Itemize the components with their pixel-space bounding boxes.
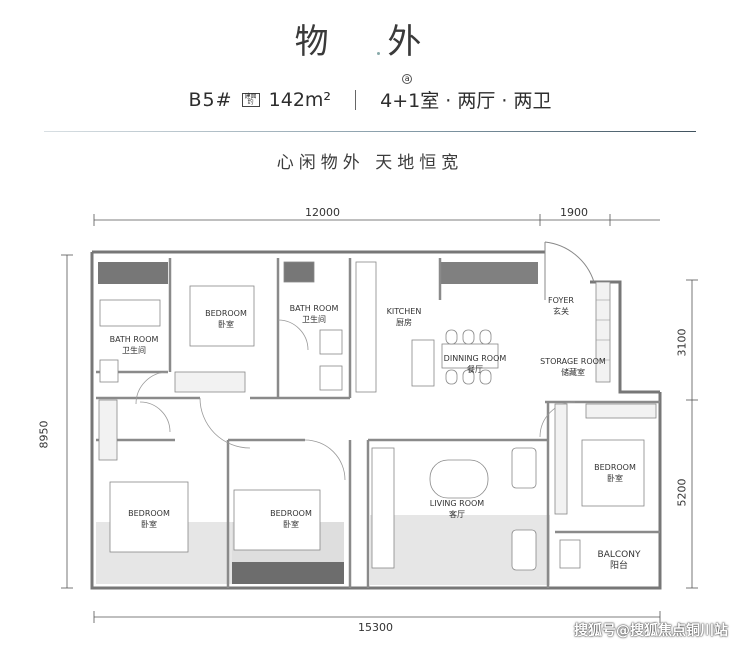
room-label-storage: STORAGE ROOM 储藏室 [538, 356, 608, 378]
room-label-bath-2: BATH ROOM 卫生间 [283, 303, 345, 325]
room-label-en: STORAGE ROOM [540, 357, 606, 366]
slogan: 心闲物外 天地恒宽 [276, 153, 464, 173]
room-label-cn: 卧室 [607, 474, 623, 483]
room-label-balcony: BALCONY 阳台 [588, 550, 650, 572]
unit-layout: 4+1室 · 两厅 · 两卫 [380, 90, 552, 112]
unit-area: 142m² [268, 88, 332, 111]
header-rule [44, 131, 696, 132]
door-arcs [135, 319, 576, 481]
room-label-cn: 卧室 [283, 520, 299, 529]
area-badge: 建面 约 [241, 92, 260, 107]
room-label-en: BATH ROOM [109, 335, 159, 344]
dim-right-top: 3100 [675, 328, 689, 357]
dim-left: 8950 [37, 420, 51, 449]
layout-note-mark: a [402, 74, 413, 84]
room-label-dining: DINNING ROOM 餐厅 [440, 353, 510, 375]
room-label-en: DINNING ROOM [443, 354, 507, 363]
title-dot [377, 52, 380, 55]
room-label-bedroom-top: BEDROOM 卧室 [196, 308, 256, 330]
room-label-bedroom-right: BEDROOM 卧室 [584, 462, 646, 484]
dim-top-left: 12000 [305, 206, 340, 219]
dimension-lines [61, 214, 698, 623]
room-label-en: BEDROOM [594, 463, 636, 472]
dining-chairs [445, 329, 492, 385]
room-label-en: BATH ROOM [289, 304, 339, 313]
dim-right-bottom: 5200 [675, 478, 689, 507]
room-label-cn: 卫生间 [302, 315, 326, 324]
dim-top-right: 1900 [560, 206, 588, 219]
entry-door-arc [544, 241, 595, 283]
building-number: B5# [188, 88, 233, 111]
furniture [98, 261, 657, 571]
unit-info-row: B5# 建面 约 142m² a 4+1室 · 两厅 · 两卫 [0, 74, 740, 113]
room-label-cn: 厨房 [396, 318, 412, 327]
room-label-cn: 阳台 [609, 561, 628, 571]
watermark: 搜狐号@搜狐焦点铜川站 [574, 623, 728, 639]
page-title: 物 外 [294, 22, 446, 62]
room-label-en: FOYER [548, 296, 574, 305]
room-label-en: KITCHEN [386, 307, 422, 316]
room-label-en: LIVING ROOM [429, 499, 485, 508]
room-label-cn: 储藏室 [561, 368, 585, 377]
divider [355, 89, 357, 110]
inner-walls [96, 258, 660, 588]
room-label-en: BEDROOM [128, 509, 170, 518]
dim-bottom: 15300 [358, 621, 393, 634]
dark-floor-strip [232, 562, 344, 584]
room-label-bedroom-left: BEDROOM 卧室 [118, 508, 180, 530]
room-label-living: LIVING ROOM 客厅 [424, 498, 490, 520]
room-label-cn: 卫生间 [122, 346, 146, 355]
room-label-cn: 卧室 [141, 520, 157, 529]
room-label-en: BEDROOM [270, 509, 312, 518]
room-label-bath-1: BATH ROOM 卫生间 [104, 334, 164, 356]
room-label-cn: 卧室 [218, 320, 234, 329]
room-label-en: BEDROOM [205, 309, 247, 318]
bathtub [98, 262, 168, 284]
room-label-cn: 玄关 [553, 307, 569, 316]
room-label-bedroom-mid: BEDROOM 卧室 [260, 508, 322, 530]
unit-layout-wrap: a 4+1室 · 两厅 · 两卫 [380, 74, 552, 113]
kitchen-counter-top [440, 262, 538, 284]
room-label-cn: 客厅 [449, 510, 465, 519]
outer-walls [90, 250, 662, 590]
storage-shelves [596, 299, 610, 361]
room-label-en: BALCONY [597, 550, 641, 560]
room-label-foyer: FOYER 玄关 [538, 295, 584, 317]
room-label-kitchen: KITCHEN 厨房 [374, 306, 434, 328]
room-label-cn: 餐厅 [467, 365, 483, 374]
